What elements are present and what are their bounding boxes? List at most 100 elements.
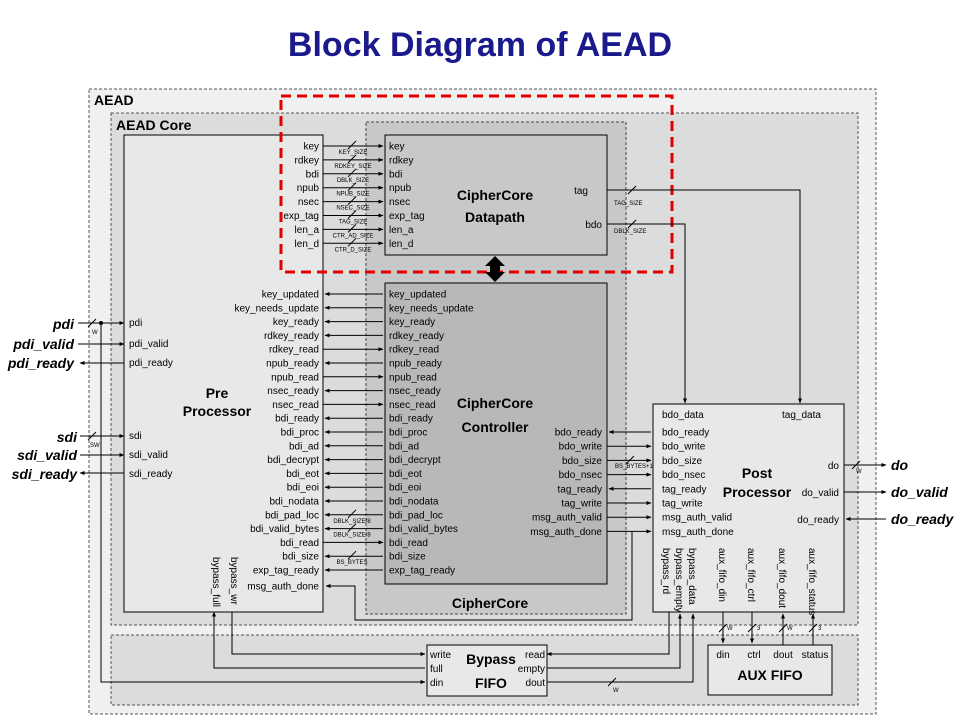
post-processor-block [652,403,845,613]
pre-port-npub: npub [297,183,320,194]
post-processor-label-2: Processor [723,484,792,500]
post-port-msg-auth-valid: msg_auth_valid [662,513,732,524]
aead-label: AEAD [94,92,134,108]
pre-port-rdkey-read: rdkey_read [269,345,319,356]
pre-port-bdi-eoi: bdi_eoi [287,483,319,494]
aux-width-ctrl: 3 [757,626,761,632]
controller-port-npub-ready: npub_ready [389,359,442,370]
bus-width-bdi-pad-loc: DBLK_SIZE/8 [333,519,371,525]
datapath-port-exp-tag: exp_tag [389,211,425,222]
bypass-port-din: din [430,678,443,689]
controller-port-bdi-nodata: bdi_nodata [389,497,439,508]
bypass-fifo-block [426,644,548,697]
bus-tick-nsec [347,196,357,205]
pre-port-bdi-read: bdi_read [280,538,319,549]
pre-processor-block [123,134,324,613]
datapath-port-npub: npub [389,183,412,194]
aux-width-din: W [727,626,733,632]
bypass-fifo-label-1: Bypass [466,651,516,667]
post-processor-label-1: Post [742,465,773,481]
controller-port-bdi-ad: bdi_ad [389,441,419,452]
pre-port-len-a: len_a [295,225,320,236]
bus-tick-key [347,140,357,150]
post-port-do: do [828,461,840,472]
bypass-bus-width: W [613,688,619,694]
pre-port-bypass-full: bypass_full [210,557,221,607]
pre-port-bdi-eot: bdi_eot [286,469,319,480]
bypass-port-write: write [429,650,452,661]
pre-port-nsec: nsec [298,197,319,208]
datapath-port-bdi: bdi [389,169,402,180]
controller-out-bdo-ready: bdo_ready [555,428,602,439]
post-port-aux-fifo-dout: aux_fifo_dout [776,548,787,608]
pre-port-sdi: sdi [129,431,142,442]
post-port-tag-write: tag_write [662,499,703,510]
post-port-aux-fifo-din: aux_fifo_din [716,548,727,602]
bus-tick-rdkey [347,154,357,164]
bus-width-len-d: CTR_D_SIZE [335,247,372,253]
sdi-bus-width: SW [90,443,100,449]
pre-port-sdi-valid: sdi_valid [129,450,168,461]
aux-fifo-block [707,644,833,696]
pre-port-pdi-ready: pdi_ready [129,358,173,369]
pre-port-sdi-ready: sdi_ready [129,469,172,480]
aux-fifo-label: AUX FIFO [737,667,802,683]
pre-port-bdi: bdi [306,169,319,180]
pre-port-key-needs-update: key_needs_update [234,303,319,314]
controller-port-bdi-decrypt: bdi_decrypt [389,455,441,466]
bus-width-bdi-valid-bytes: DBLK_SIZE/8 [333,533,371,539]
controller-port-key-ready: key_ready [389,317,435,328]
post-port-aux-fifo-ctrl: aux_fifo_ctrl [745,548,756,602]
controller-out-tag-ready: tag_ready [558,484,602,495]
bus-width-nsec: NSEC_SIZE [336,206,369,212]
bus-width-bdi: DBLK_SIZE [337,178,369,184]
pre-port-pdi-valid: pdi_valid [129,339,168,350]
pre-port-key: key [303,142,319,153]
controller-block [384,282,608,585]
controller-port-bdi-proc: bdi_proc [389,428,427,439]
pre-port-bdi-ready: bdi_ready [275,414,319,425]
controller-out-msg-auth-done: msg_auth_done [530,527,602,538]
ext-do-ready: do_ready [891,511,954,527]
pre-processor-label-2: Processor [183,403,252,419]
bus-width-bdi-size: BS_BYTES [336,560,367,566]
bus-tick-bdi [347,168,357,178]
bypass-fifo-label-2: FIFO [475,675,507,691]
controller-port-bdi-eot: bdi_eot [389,469,422,480]
pre-port-rdkey-ready: rdkey_ready [264,331,319,342]
datapath-label-1: CipherCore [457,187,533,203]
controller-port-bdi-valid-bytes: bdi_valid_bytes [389,524,458,535]
pre-port-pdi: pdi [129,318,142,329]
bus-width-exp-tag: TAG_SIZE [339,220,368,226]
post-port-do-valid: do_valid [802,488,839,499]
controller-out-bdo-write: bdo_write [559,442,603,453]
bus-tick-bdi-size [347,550,357,560]
datapath-highlight [279,94,674,274]
bus-tick-len-a [347,224,357,233]
pre-port-nsec-ready: nsec_ready [267,386,319,397]
bypass-port-full: full [430,664,443,675]
pre-port-bdi-proc: bdi_proc [281,428,319,439]
controller-port-rdkey-ready: rdkey_ready [389,331,444,342]
bus-tick-bdi-pad-loc [347,509,357,519]
bdo-width: DBLK_SIZE [614,229,646,235]
page-title: Block Diagram of AEAD [288,26,672,64]
controller-label-1: CipherCore [457,395,533,411]
controller-port-bdi-read: bdi_read [389,538,428,549]
ext-do: do [891,457,909,473]
controller-port-bdi-size: bdi_size [389,552,426,563]
post-port-bypass-rd: bypass_rd [660,548,671,594]
ext-sdi-ready: sdi_ready [12,466,79,482]
bus-tick-bdi-valid-bytes [347,523,357,532]
bus-width-rdkey: RDKEY_SIZE [334,164,371,170]
aux-width-dout: W [787,626,793,632]
aux-port-dout: dout [773,650,793,661]
controller-port-bdi-pad-loc: bdi_pad_loc [389,510,443,521]
pre-port-bdi-nodata: bdi_nodata [270,497,320,508]
aux-width-status: 3 [818,626,822,632]
post-port-bdo-size: bdo_size [662,456,702,467]
controller-out-bdo-size: bdo_size [562,456,602,467]
bus-width-key: KEY_SIZE [339,150,368,156]
pre-port-bdi-decrypt: bdi_decrypt [267,455,319,466]
